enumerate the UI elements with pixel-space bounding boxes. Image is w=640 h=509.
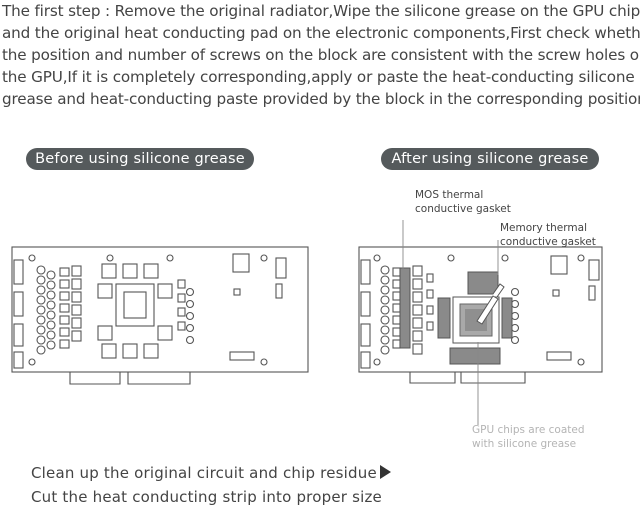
intro-paragraph: The first step : Remove the original rad… <box>2 0 640 110</box>
step-clean-label: Clean up the original circuit and chip r… <box>31 464 377 482</box>
mos-annotation-line: conductive gasket <box>415 203 511 215</box>
grease-syringe-icon <box>476 295 499 325</box>
memory-gasket-annotation: Memory thermal conductive gasket <box>500 221 596 249</box>
board-before-diagram <box>11 246 309 385</box>
memory-annotation-line: Memory thermal <box>500 222 587 234</box>
intro-line: the position and number of screws on the… <box>2 46 640 64</box>
step-clean-text: Clean up the original circuit and chip r… <box>31 464 391 482</box>
intro-line: the GPU,If it is completely correspondin… <box>2 68 635 86</box>
memory-pad-left <box>437 297 451 339</box>
memory-pad-bottom <box>449 347 501 365</box>
intro-line: and the original heat conducting pad on … <box>2 24 640 42</box>
mos-gasket-annotation: MOS thermal conductive gasket <box>415 188 511 216</box>
gpu-die <box>123 291 147 319</box>
pcb-outline <box>358 246 603 373</box>
gpu-annotation-line: with silicone grease <box>472 438 577 450</box>
memory-annotation-line: conductive gasket <box>500 236 596 248</box>
before-label: Before using silicone grease <box>26 148 254 170</box>
memory-pad-right <box>501 297 513 339</box>
intro-line: The first step : Remove the original rad… <box>2 2 640 20</box>
pcie-connector <box>69 372 191 385</box>
gpu-package <box>115 283 155 327</box>
after-label: After using silicone grease <box>381 148 599 170</box>
pcie-connector <box>409 372 526 384</box>
mos-thermal-strip <box>399 267 411 349</box>
board-after-diagram <box>358 220 603 425</box>
play-arrow-icon <box>379 465 391 479</box>
memory-pad-top <box>467 271 499 295</box>
pcb-outline <box>11 246 309 373</box>
mos-annotation-line: MOS thermal <box>415 189 484 201</box>
intro-line: grease and heat-conducting paste provide… <box>2 90 640 108</box>
gpu-grease-annotation: GPU chips are coated with silicone greas… <box>472 423 585 451</box>
step-cut-text: Cut the heat conducting strip into prope… <box>31 488 382 506</box>
gpu-annotation-line: GPU chips are coated <box>472 424 585 436</box>
